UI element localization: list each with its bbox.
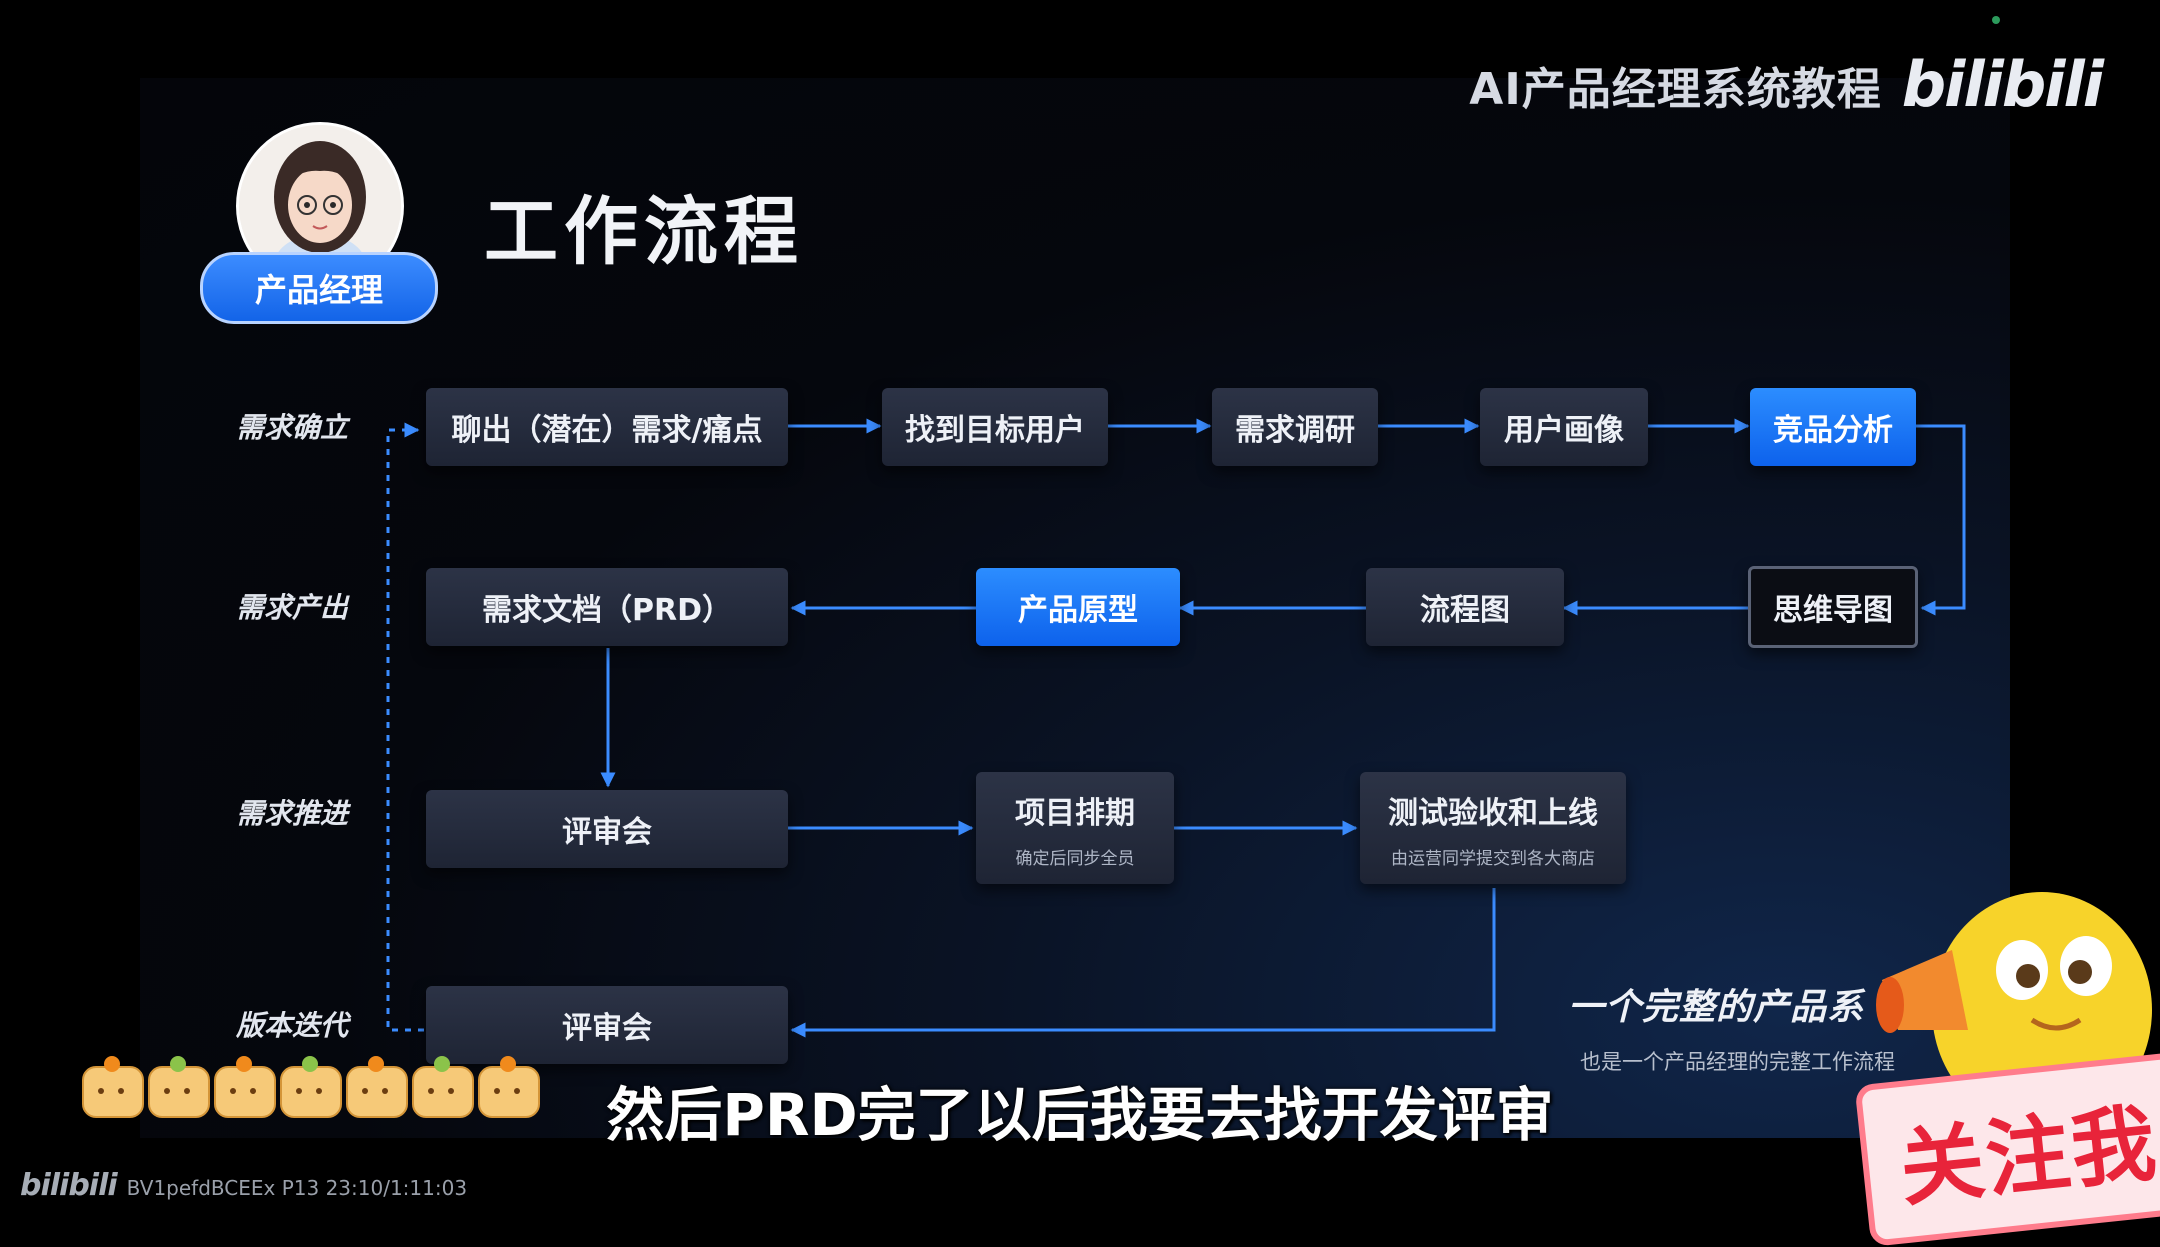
arrow-competitor-to-mindmap xyxy=(1916,424,1966,616)
video-watermark: bilibili BV1pefdBCEEx P13 23:10/1:11:03 xyxy=(20,1168,467,1203)
row-label-output: 需求产出 xyxy=(236,591,349,624)
node-test-launch: 测试验收和上线 由运营同学提交到各大商店 xyxy=(1360,772,1626,884)
row-label-iterate: 版本迭代 xyxy=(236,1009,349,1042)
node-review-meeting: 评审会 xyxy=(426,790,788,868)
flow-arrows xyxy=(386,418,1966,1038)
node-persona: 用户画像 xyxy=(1480,388,1648,466)
test-sublabel: 由运营同学提交到各大商店 xyxy=(1391,848,1595,869)
arrow-test-to-review2 xyxy=(790,888,1496,1038)
node-prototype: 产品原型 xyxy=(976,568,1180,646)
test-label: 测试验收和上线 xyxy=(1388,795,1598,831)
cat-sticker-icon xyxy=(78,1056,144,1118)
node-review-meeting-2: 评审会 xyxy=(426,986,788,1064)
caption-subtitle: 也是一个产品经理的完整工作流程 xyxy=(1580,1050,1895,1074)
node-chat-needs: 聊出（潜在）需求/痛点 xyxy=(426,388,788,466)
row-label-advance: 需求推进 xyxy=(236,797,349,830)
cat-sticker-icon xyxy=(144,1056,210,1118)
node-target-users: 找到目标用户 xyxy=(882,388,1108,466)
indicator-dot xyxy=(1992,16,2000,24)
node-mindmap: 思维导图 xyxy=(1748,566,1918,648)
node-schedule: 项目排期 确定后同步全员 xyxy=(976,772,1174,884)
cat-sticker-icon xyxy=(210,1056,276,1118)
cat-sticker-icon xyxy=(408,1056,474,1118)
node-prd: 需求文档（PRD） xyxy=(426,568,788,646)
node-competitor-analysis: 竞品分析 xyxy=(1750,388,1916,466)
cat-sticker-icon xyxy=(342,1056,408,1118)
watermark-info: BV1pefdBCEEx P13 23:10/1:11:03 xyxy=(126,1176,468,1200)
bilibili-logo: bilibili xyxy=(1901,48,2104,121)
row-label-establish: 需求确立 xyxy=(236,411,349,444)
video-subtitle: 然后PRD完了以后我要去找开发评审 xyxy=(606,1081,1554,1149)
course-title: AI产品经理系统教程 xyxy=(1469,63,1882,115)
follow-me-sticker[interactable]: 关注我 xyxy=(1854,1051,2160,1247)
node-flowchart: 流程图 xyxy=(1366,568,1564,646)
caption-title: 一个完整的产品系 xyxy=(1568,987,1865,1028)
cat-sticker-icon xyxy=(474,1056,540,1118)
cat-sticker-icon xyxy=(276,1056,342,1118)
arrow-iterate-loop xyxy=(386,422,424,1032)
schedule-sublabel: 确定后同步全员 xyxy=(1015,848,1135,869)
page-title: 工作流程 xyxy=(484,189,804,275)
watermark-logo: bilibili xyxy=(20,1168,118,1203)
role-badge: 产品经理 xyxy=(200,252,438,324)
node-research: 需求调研 xyxy=(1212,388,1378,466)
schedule-label: 项目排期 xyxy=(1015,795,1135,831)
cat-sticker-row xyxy=(78,1056,540,1118)
brand-header: AI产品经理系统教程 bilibili xyxy=(1469,48,2104,121)
